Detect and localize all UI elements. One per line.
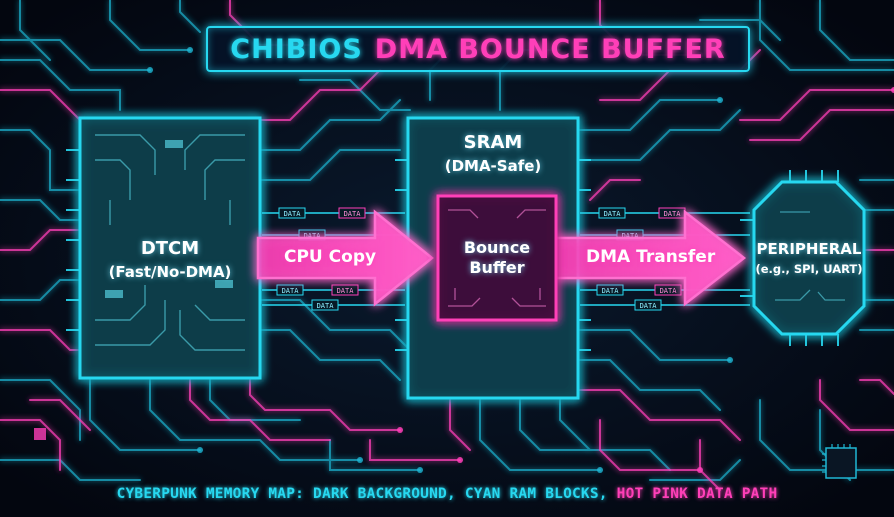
bounce-line-2: Buffer [469,258,525,277]
data-packet: DATA [276,284,304,296]
dma-transfer-label: DMA Transfer [586,247,716,267]
data-packet-label: DATA [304,232,322,240]
bounce-line-1: Bounce [463,238,531,257]
title-banner: CHIBIOS DMA BOUNCE BUFFER [206,26,750,72]
footer-part-3: HOT PINK DATA PATH [616,486,778,502]
data-packet-label: DATA [622,232,640,240]
dtcm-name: DTCM [140,238,200,259]
footer-part-1: CYBERPUNK MEMORY MAP: DARK BACKGROUND, [116,486,456,502]
data-packet: DATA [278,207,306,219]
sram-subtitle: (DMA-Safe) [444,157,542,175]
footer-caption: CYBERPUNK MEMORY MAP: DARK BACKGROUND, C… [0,486,894,502]
bounce-buffer-block [436,194,558,322]
peripheral-label: PERIPHERAL (e.g., SPI, UART) [752,240,866,276]
dtcm-subtitle: (Fast/No-DMA) [108,263,232,281]
cpu-copy-arrow [256,209,434,307]
data-packet-label: DATA [604,210,622,218]
peripheral-name: PERIPHERAL [756,240,862,258]
data-packet: DATA [634,299,662,311]
data-packet-label: DATA [640,302,658,310]
sram-label: SRAM (DMA-Safe) [408,132,578,175]
data-packet-label: DATA [337,287,355,295]
data-packet-label: DATA [284,210,302,218]
title-dma-bounce-buffer: DMA BOUNCE BUFFER [374,33,726,65]
dma-transfer-arrow [548,209,747,307]
data-packet: DATA [598,207,626,219]
footer-part-2: CYAN RAM BLOCKS, [464,486,608,502]
data-packet-label: DATA [344,210,362,218]
data-packet: DATA [658,207,686,219]
data-packet-label: DATA [664,210,682,218]
bounce-buffer-label: Bounce Buffer [438,238,556,278]
data-packet-label: DATA [282,287,300,295]
data-packet-label: DATA [317,302,335,310]
peripheral-block [740,170,866,346]
dtcm-block [66,116,262,380]
title-chibios: CHIBIOS [230,33,363,65]
chip-decoration [822,444,857,479]
cpu-copy-label: CPU Copy [284,247,377,267]
data-packet-label: DATA [660,287,678,295]
data-packet: DATA [338,207,366,219]
data-packet: DATA [654,284,682,296]
data-packet: DATA [331,284,359,296]
data-packet: DATA [311,299,339,311]
data-packet: DATA [596,284,624,296]
dtcm-label: DTCM (Fast/No-DMA) [80,238,260,281]
sram-name: SRAM [463,132,523,153]
pad-decoration [34,428,46,440]
data-packet-label: DATA [602,287,620,295]
peripheral-subtitle: (e.g., SPI, UART) [755,262,863,276]
